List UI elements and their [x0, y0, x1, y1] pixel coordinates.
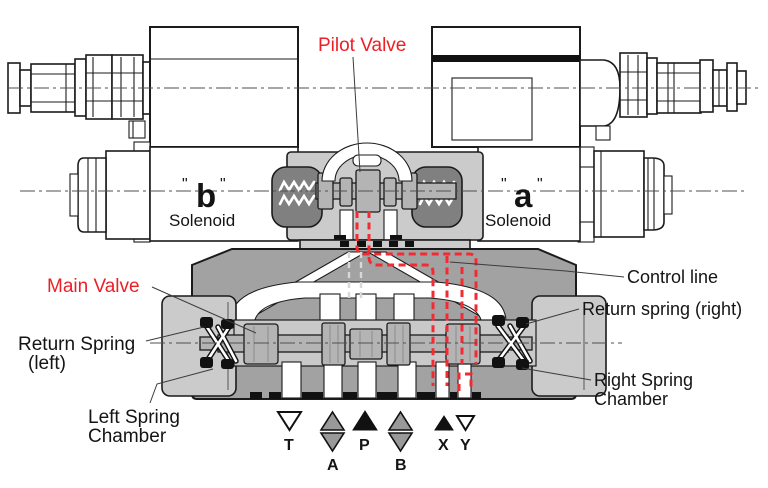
port-symbol-P: P	[352, 410, 378, 454]
control-line-leader	[449, 261, 625, 278]
control-line-path	[355, 211, 478, 391]
port-A-down-triangle-icon	[319, 432, 346, 453]
port-symbol-X: X	[434, 415, 454, 454]
port-symbol-Y: Y	[455, 415, 476, 454]
main-valve-leader	[151, 286, 257, 334]
solenoid-a-quote-close: "	[537, 176, 543, 193]
pilot-valve-body	[271, 142, 484, 241]
top-right-connector	[579, 52, 747, 141]
port-T-label: T	[284, 437, 294, 454]
solenoid-box-a	[477, 146, 581, 242]
solenoid-a-letter: a	[514, 177, 533, 214]
right-spring-chamber-leader	[521, 367, 592, 381]
port-A-up-triangle-icon	[319, 410, 346, 431]
control-line-label: Control line	[627, 267, 718, 287]
return-spring-right-label: Return spring (right)	[582, 299, 742, 319]
solenoid-can-right	[577, 146, 673, 243]
port-symbol-A: A	[319, 410, 346, 474]
port-B-label: B	[395, 457, 407, 474]
right-spring-chamber-label-line1: Right Spring	[594, 370, 693, 390]
solenoid-b-quote-close: "	[220, 176, 226, 193]
solenoid-b-quote-open: "	[182, 176, 188, 193]
port-A-label: A	[327, 457, 339, 474]
left-spring-chamber-leader	[149, 368, 214, 404]
pilot-valve-leader	[352, 56, 361, 173]
leader-lines	[145, 56, 625, 404]
port-symbol-B: B	[387, 410, 414, 474]
port-P-label: P	[359, 437, 370, 454]
coil-box-right	[431, 26, 581, 148]
return-spring-left-assembly	[200, 317, 239, 369]
left-spring-chamber-label-line2: Chamber	[88, 426, 167, 447]
pilot-drain-ghost-lines	[347, 252, 363, 302]
left-spring-chamber-label-line1: Left Spring	[88, 407, 180, 428]
port-P-solid-up-triangle-icon	[352, 410, 378, 431]
mounting-plate	[299, 239, 471, 250]
return-spring-left-label-line2: (left)	[28, 353, 66, 374]
solenoid-can-left	[69, 141, 151, 243]
return-spring-right-leader	[525, 308, 580, 325]
main-spool	[199, 322, 533, 366]
port-B-down-triangle-icon	[387, 432, 414, 453]
return-spring-left-label-line1: Return Spring	[18, 334, 135, 355]
port-symbol-T: T	[276, 411, 303, 454]
port-X-label: X	[438, 437, 449, 454]
port-B-up-triangle-icon	[387, 410, 414, 431]
coil-box-left	[149, 26, 299, 148]
labels: Pilot Valve Main Valve Return Spring (le…	[18, 35, 742, 447]
right-spring-chamber-label-line2: Chamber	[594, 389, 668, 409]
port-Y-open-down-triangle-icon	[455, 415, 476, 432]
port-seal-marks	[250, 392, 481, 399]
solenoid-a-caption: Solenoid	[485, 211, 551, 230]
pilot-arch-channel	[321, 142, 413, 182]
solenoid-a-quote-open: "	[501, 176, 507, 193]
port-Y-label: Y	[460, 437, 471, 454]
top-left-connector	[7, 54, 152, 139]
pilot-valve-label: Pilot Valve	[318, 35, 406, 56]
centerlines	[8, 87, 758, 344]
port-symbols: T A P B X Y	[276, 410, 476, 474]
port-T-open-down-triangle-icon	[276, 411, 303, 432]
port-X-solid-up-triangle-icon	[434, 415, 454, 431]
main-valve-label: Main Valve	[47, 276, 140, 297]
solenoid-b-caption: Solenoid	[169, 211, 235, 230]
solenoid-b-letter: b	[196, 177, 216, 214]
return-spring-left-leader	[145, 326, 205, 342]
